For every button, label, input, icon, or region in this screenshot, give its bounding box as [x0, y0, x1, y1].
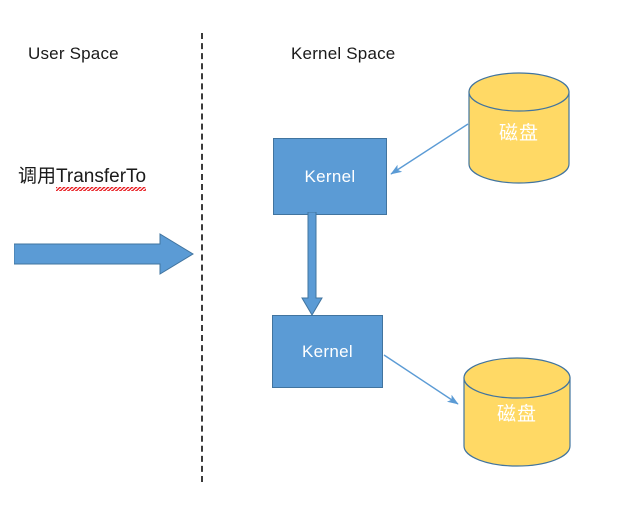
disk-bottom-body: [463, 377, 571, 467]
kernel-box-bottom-label: Kernel: [302, 341, 353, 361]
transferto-call-label: 调用TransferTo: [18, 161, 147, 191]
call-prefix-text: 调用: [18, 166, 57, 187]
kernel-box-top: Kernel: [273, 138, 387, 215]
disk-top-lid: [468, 72, 570, 112]
transferto-method-name: TransferTo: [56, 166, 147, 191]
user-call-arrow: [14, 232, 194, 276]
kernel-to-kernel-arrow: [300, 212, 324, 316]
disk-top-body: [468, 91, 570, 184]
user-kernel-divider: [201, 33, 203, 482]
user-call-arrow-shape: [14, 233, 194, 275]
disk-bottom-lid: [463, 357, 571, 399]
kernel-box-bottom: Kernel: [272, 315, 383, 388]
kernel-space-label: Kernel Space: [291, 44, 396, 63]
kernel-to-disk-bottom-connector: [383, 354, 459, 405]
disk-top-to-kernel-connector: [390, 123, 469, 175]
kernel-to-kernel-arrow-shape: [301, 212, 323, 316]
user-space-label: User Space: [28, 44, 119, 63]
kernel-box-top-label: Kernel: [304, 166, 356, 186]
